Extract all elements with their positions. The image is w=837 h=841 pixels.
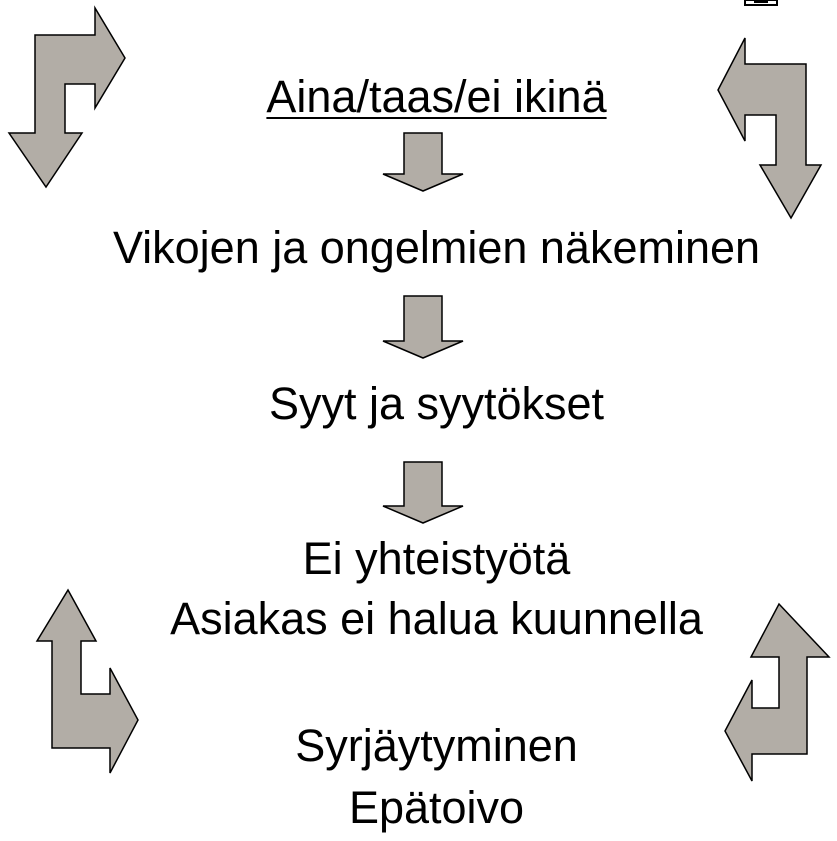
step-client-wont-listen: Asiakas ei halua kuunnella: [170, 593, 703, 644]
step-causes-accusations: Syyt ja syytökset: [268, 378, 605, 429]
down-arrow-1-icon: [382, 132, 464, 192]
bent-arrow-bottom-left-icon: [35, 588, 139, 774]
step-exclusion: Syrjäytyminen: [295, 720, 578, 771]
bent-arrow-bottom-right-icon: [724, 602, 831, 782]
step-seeing-faults: Vikojen ja ongelmien näkeminen: [112, 222, 761, 273]
down-arrow-2-icon: [382, 295, 464, 359]
step-despair: Epätoivo: [348, 782, 525, 833]
corner-fragment-icon: [744, 0, 778, 6]
step-no-cooperation: Ei yhteistyötä: [302, 533, 571, 584]
down-arrow-3-icon: [382, 461, 464, 524]
bent-arrow-top-left-icon: [7, 5, 126, 189]
bent-arrow-top-right-icon: [717, 37, 823, 220]
step-always-never: Aina/taas/ei ikinä: [266, 71, 607, 122]
